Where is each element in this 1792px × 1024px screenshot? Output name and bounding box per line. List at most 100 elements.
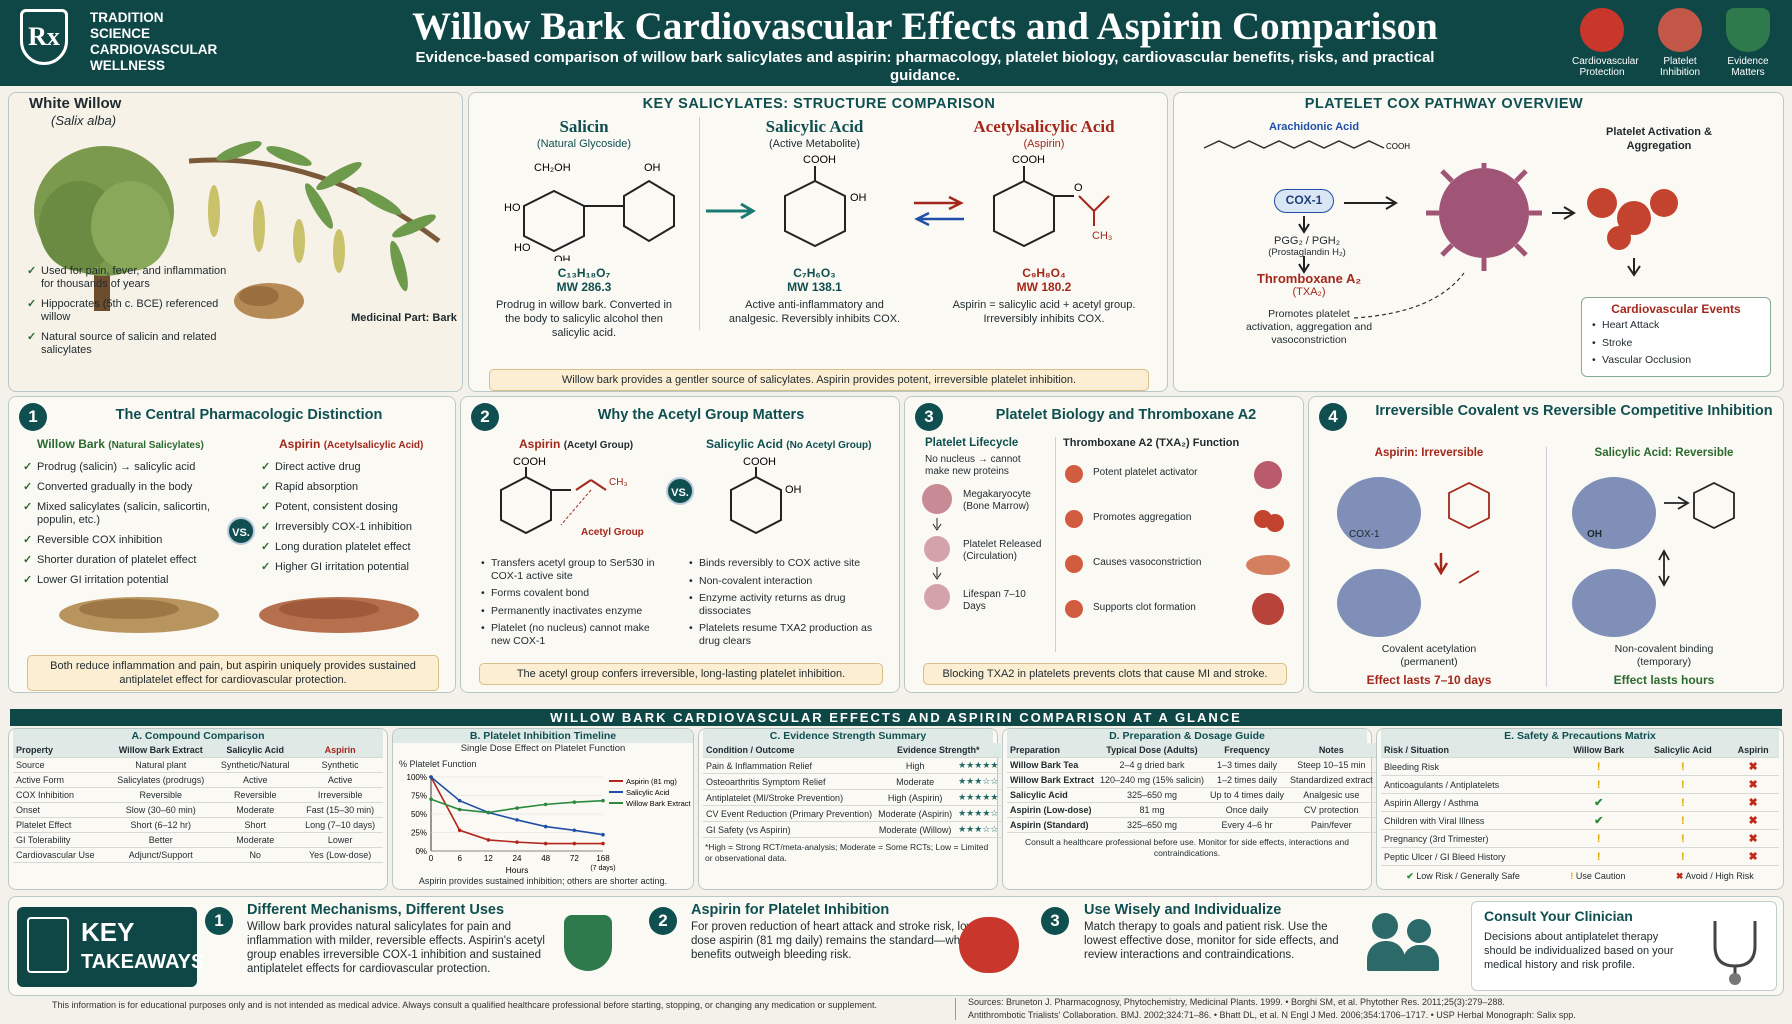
point: Irreversibly COX-1 inhibition	[261, 521, 451, 534]
col-header: Risk / Situation	[1381, 743, 1559, 758]
svg-text:HO: HO	[514, 242, 531, 254]
caption-text: Covalent acetylation	[1381, 643, 1477, 655]
section-3-panel: 3 Platelet Biology and Thromboxane A2 Pl…	[904, 396, 1304, 693]
col-title: Salicylic Acid	[706, 437, 783, 451]
cell: Synthetic	[297, 757, 383, 773]
cell: Cardiovascular Use	[13, 847, 109, 863]
platelet-activation-illustration	[1344, 163, 1678, 319]
table-row: CV Event Reduction (Primary Prevention)M…	[703, 805, 1002, 822]
cell: ✖	[1727, 775, 1779, 794]
svg-text:COOH: COOH	[743, 456, 776, 468]
cell: COX Inhibition	[13, 787, 109, 803]
cell: !	[1638, 829, 1728, 848]
takeaway-text: For proven reduction of heart attack and…	[691, 921, 979, 961]
cell: !	[1638, 847, 1728, 866]
chart-subtitle: Single Dose Effect on Platelet Function	[460, 743, 626, 754]
section-number: 2	[471, 403, 499, 431]
willow-points: Prodrug (salicin) → salicylic acid Conve…	[23, 461, 223, 594]
table-row: Antiplatelet (MI/Stroke Prevention)High …	[703, 789, 1002, 806]
x-tick-note: (7 days)	[590, 865, 615, 872]
avoid-icon: ✖	[1748, 761, 1758, 773]
reversible-effect: Effect lasts hours	[1613, 673, 1715, 687]
table-row: Children with Viral Illness✔!✖	[1381, 811, 1779, 830]
legend-text: Use Caution	[1575, 871, 1626, 881]
caption-text: Non-covalent binding	[1614, 643, 1714, 655]
table-row: Bleeding Risk!!✖	[1381, 757, 1779, 776]
vs-badge: VS.	[227, 517, 255, 545]
svg-text:OH: OH	[785, 484, 802, 496]
compound-sub: (Aspirin)	[1023, 138, 1065, 150]
reversible-caption: Non-covalent binding(temporary)	[1559, 643, 1769, 669]
table-row: Peptic Ulcer / GI Bleed History!!✖	[1381, 847, 1779, 866]
point: Binds reversibly to COX active site	[689, 557, 889, 570]
cell: CV protection	[1287, 802, 1376, 818]
platelet-inhibition-badge: Platelet Inhibition	[1650, 8, 1710, 78]
col-sub: (Acetyl Group)	[563, 440, 634, 451]
svg-text:CH₂OH: CH₂OH	[534, 162, 571, 174]
platelet-icon	[1065, 465, 1083, 483]
thromb-sub: (TXA₂)	[1292, 286, 1326, 298]
consult-text: Decisions about antiplatelet therapy sho…	[1484, 931, 1674, 971]
avoid-icon: ✖	[1748, 779, 1758, 791]
compound-formula: C₉H₈O₄	[1022, 266, 1066, 280]
thromb-text: Thromboxane A₂	[1256, 271, 1362, 286]
heart-icon	[1580, 8, 1624, 52]
x-tick-label: 0	[429, 854, 434, 863]
cv-event-item: Vascular Occlusion	[1592, 354, 1760, 367]
salicylic-reversible-title: Salicylic Acid: Reversible	[1594, 447, 1734, 459]
star-rating: ★★★★☆	[955, 805, 1002, 822]
compound-name: Salicin	[559, 117, 609, 136]
takeaway-text: Match therapy to goals and patient risk.…	[1084, 921, 1339, 961]
cox-title: PLATELET COX PATHWAY OVERVIEW	[1304, 96, 1584, 112]
cox1-label: COX-1	[1349, 529, 1380, 540]
safety-legend: ✔ Low Risk / Generally Safe ! Use Cautio…	[1381, 866, 1779, 882]
section-title: The Central Pharmacologic Distinction	[115, 407, 383, 423]
point: Lower GI irritation potential	[23, 574, 223, 587]
pgg-sub: (Prostaglandin H₂)	[1268, 247, 1346, 258]
cell: Platelet Effect	[13, 817, 109, 833]
y-tick-label: 0%	[415, 847, 427, 856]
table-title: C. Evidence Strength Summary	[703, 729, 993, 743]
cell: Fast (15–30 min)	[297, 802, 383, 818]
rx-shield-logo: Rx	[20, 9, 68, 65]
legend-label: Salicylic Acid	[626, 788, 669, 797]
acetyl-group-label: Acetyl Group	[581, 527, 644, 538]
data-point	[601, 841, 605, 846]
lifecycle-title: Platelet Lifecycle	[925, 437, 1019, 449]
point: Rapid absorption	[261, 481, 451, 494]
chart-title: B. Platelet Inhibition Timeline	[393, 729, 693, 743]
cell: Every 4–6 hr	[1207, 817, 1288, 833]
data-point	[486, 838, 491, 842]
compound-mw: MW 286.3	[556, 280, 612, 294]
legend-text: Avoid / High Risk	[1685, 871, 1754, 881]
compound-formula: C₁₃H₁₈O₇	[557, 266, 611, 280]
table-title: E. Safety & Precautions Matrix	[1381, 729, 1779, 743]
cell: ✖	[1727, 829, 1779, 848]
willow-fact: Natural source of salicin and related sa…	[27, 331, 227, 357]
takeaway-number: 2	[649, 907, 677, 935]
structures-panel: KEY SALICYLATES: STRUCTURE COMPARISON Sa…	[468, 92, 1168, 392]
series-line	[430, 776, 603, 845]
data-point	[543, 841, 548, 846]
function-item: Potent platelet activator	[1065, 465, 1295, 512]
aspirin-col-title: Aspirin (Acetyl Group)	[519, 437, 633, 451]
cell: Active	[297, 772, 383, 788]
compound-mw: MW 180.2	[1016, 280, 1072, 294]
caution-icon: !	[1681, 796, 1685, 809]
col-header: Aspirin	[1727, 743, 1779, 758]
page-subtitle: Evidence-based comparison of willow bark…	[415, 49, 1435, 84]
point: Mixed salicylates (salicin, salicortin, …	[23, 501, 223, 527]
point: Enzyme activity returns as drug dissocia…	[689, 592, 889, 617]
data-point	[543, 802, 548, 807]
svg-text:OH: OH	[554, 254, 571, 261]
function-text: Potent platelet activator	[1093, 467, 1198, 478]
cell: Salicylates (prodrugs)	[108, 772, 214, 788]
